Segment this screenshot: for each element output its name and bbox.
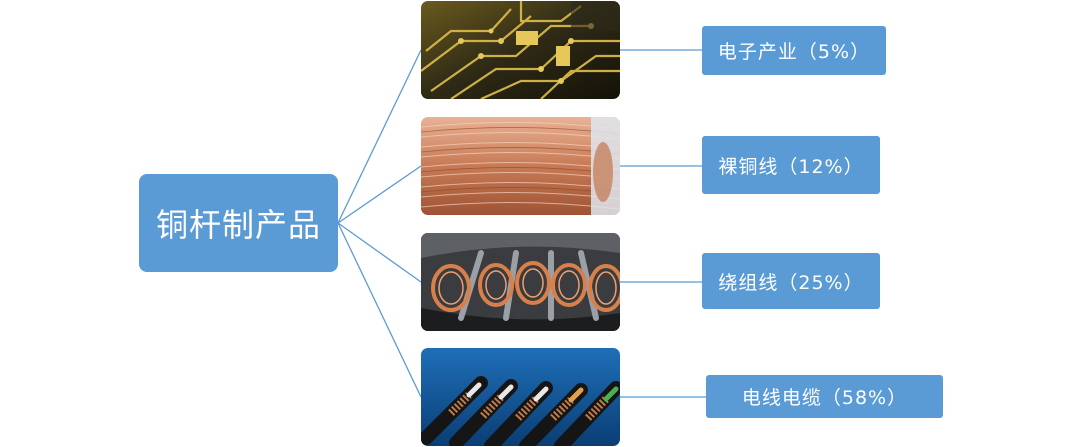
- branch-label-wire-cable-text: 电线电缆（58%）: [741, 387, 908, 409]
- connector-root-to-image-4: [337, 222, 422, 398]
- branch-label-bare-copper-wire: 裸铜线（12%）: [702, 136, 880, 194]
- branch-label-bare-copper-wire-text: 裸铜线（12%）: [718, 155, 864, 178]
- root-node: 铜杆制产品: [139, 174, 338, 272]
- root-node-label: 铜杆制产品: [155, 206, 321, 244]
- branch-label-wire-cable: 电线电缆（58%）: [706, 375, 943, 418]
- circuit-board-image: [421, 1, 620, 99]
- connector-root-to-image-1: [337, 49, 422, 224]
- connector-root-to-image-2: [337, 165, 422, 224]
- branch-label-winding-wire-text: 绕组线（25%）: [718, 271, 864, 294]
- branch-label-electronics-text: 电子产业（5%）: [717, 41, 871, 63]
- branch-label-winding-wire: 绕组线（25%）: [702, 253, 880, 309]
- branch-label-electronics: 电子产业（5%）: [702, 26, 886, 75]
- bare-copper-wire-image: [421, 117, 620, 215]
- connector-root-to-image-3: [337, 222, 422, 283]
- cables-image: [421, 348, 620, 446]
- winding-wire-image: [421, 233, 620, 331]
